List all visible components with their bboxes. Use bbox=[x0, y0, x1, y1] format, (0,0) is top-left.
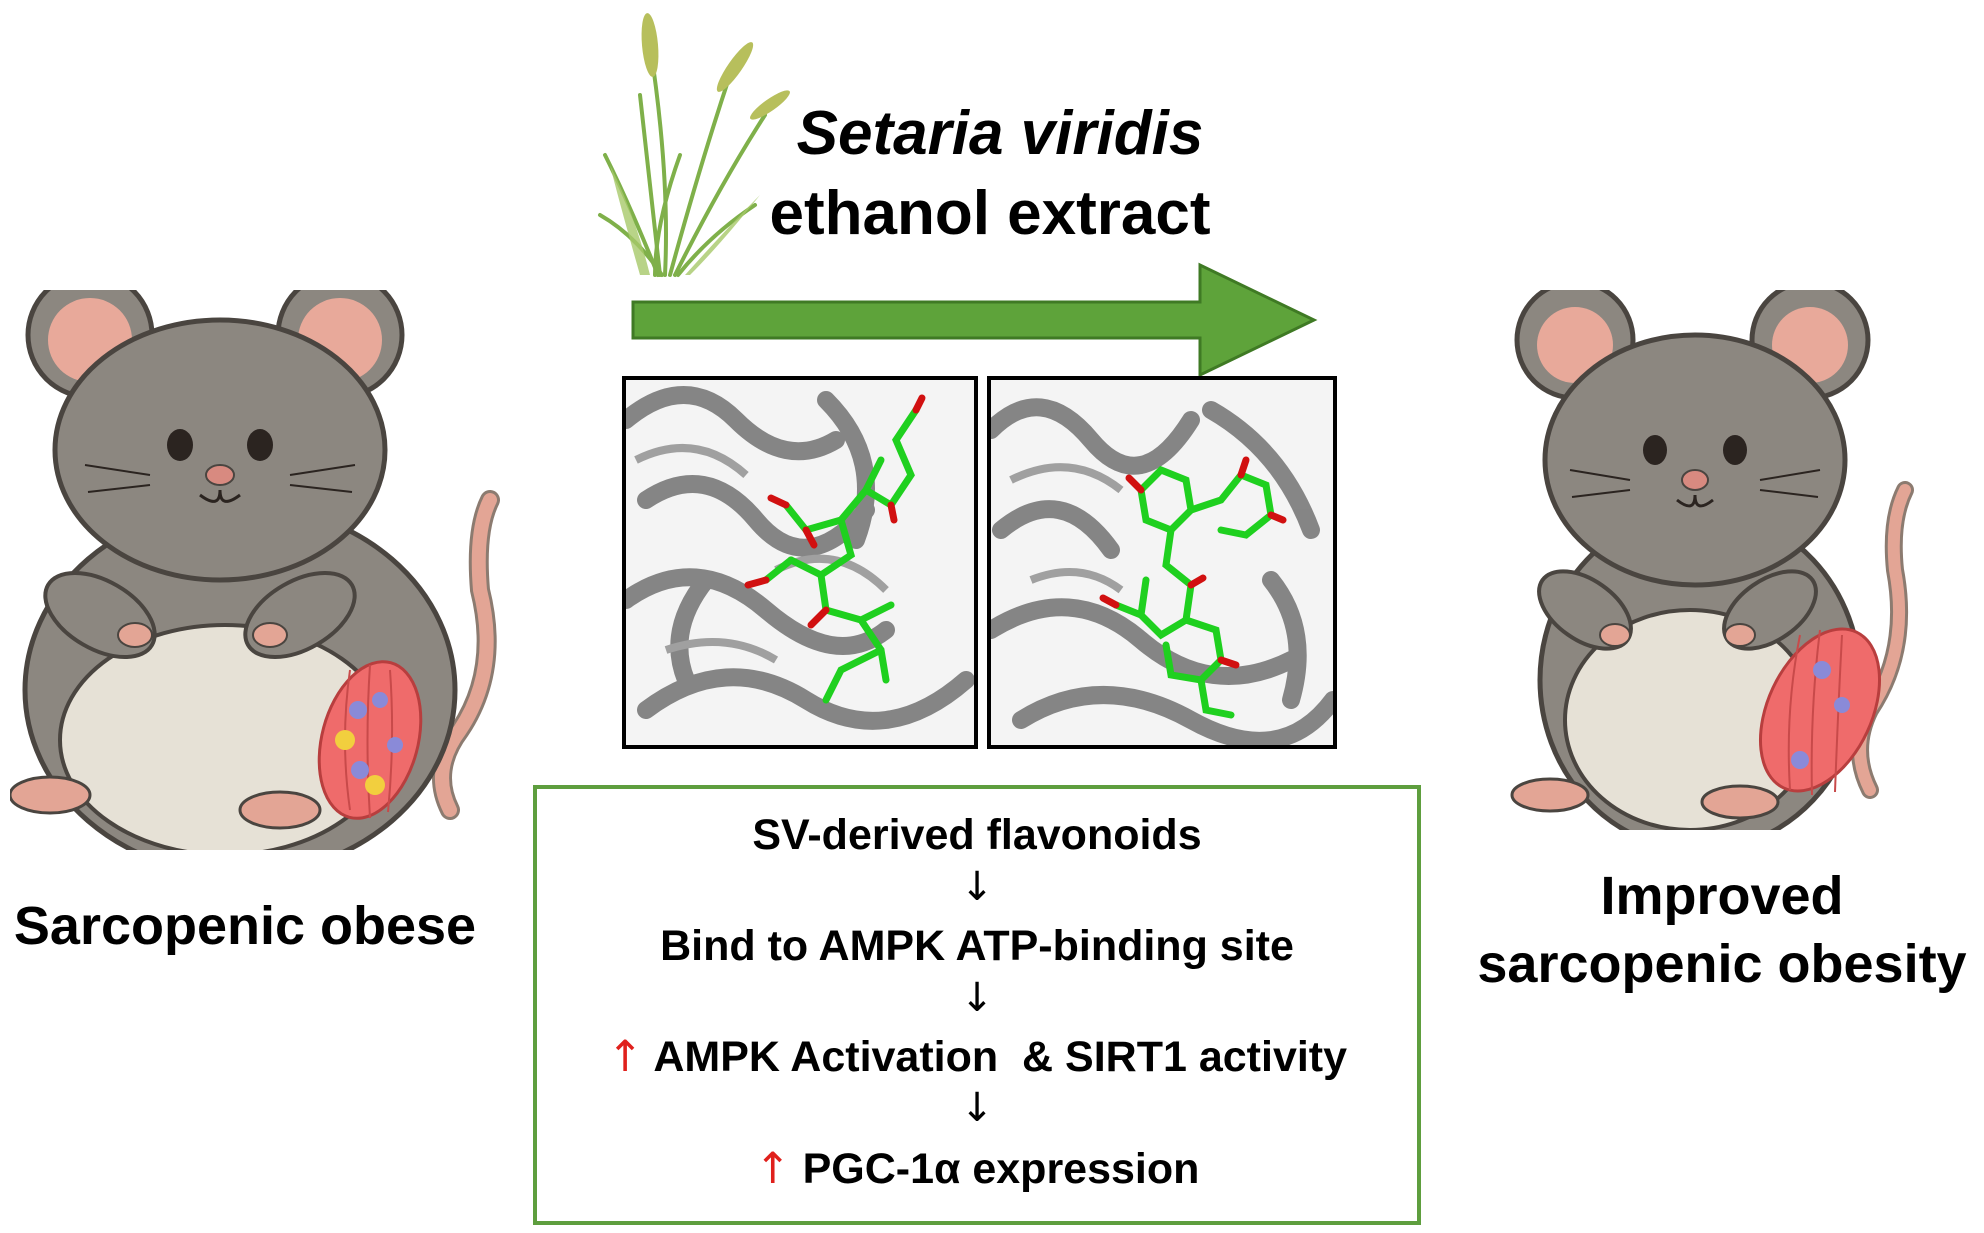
protein-ribbon-icon bbox=[626, 380, 974, 745]
docking-panel-2 bbox=[987, 376, 1337, 749]
down-arrow-icon: ↓ bbox=[960, 864, 994, 910]
mechanism-step-3: AMPK Activation & SIRT1 activity bbox=[653, 1033, 1348, 1081]
right-state-label: Improved sarcopenic obesity bbox=[1460, 862, 1984, 998]
right-state-label-line1: Improved bbox=[1600, 866, 1844, 926]
mechanism-step-3-row: ↑ AMPK Activation & SIRT1 activity bbox=[537, 1032, 1417, 1082]
up-arrow-icon: ↑ bbox=[606, 1032, 643, 1082]
mouse-improved-icon bbox=[1510, 290, 1914, 830]
mechanism-step-4: PGC-1α expression bbox=[802, 1145, 1200, 1193]
protein-ribbon-icon bbox=[991, 380, 1333, 745]
extract-species-name: Setaria viridis bbox=[796, 99, 1204, 168]
docking-panel-1 bbox=[622, 376, 978, 749]
muscle-fiber-icon bbox=[317, 660, 423, 820]
down-arrow-icon: ↓ bbox=[960, 1085, 994, 1131]
mechanism-box: SV-derived flavonoids ↓ Bind to AMPK ATP… bbox=[533, 785, 1421, 1225]
ligand-molecule-icon bbox=[744, 394, 926, 704]
treatment-arrow bbox=[631, 262, 1318, 378]
grass-plant-icon bbox=[598, 13, 790, 277]
ligand-molecule-icon bbox=[1099, 456, 1287, 719]
down-arrow-icon: ↓ bbox=[960, 975, 994, 1021]
up-arrow-icon: ↑ bbox=[754, 1144, 791, 1194]
muscle-fiber-icon bbox=[1758, 627, 1882, 796]
mechanism-step-2: Bind to AMPK ATP-binding site bbox=[660, 922, 1294, 970]
left-state-label: Sarcopenic obese bbox=[13, 896, 477, 956]
extract-preparation: ethanol extract bbox=[769, 179, 1211, 248]
mouse-obese-icon bbox=[10, 290, 500, 850]
mechanism-step-1: SV-derived flavonoids bbox=[752, 811, 1202, 859]
mechanism-step-4-row: ↑ PGC-1α expression bbox=[537, 1144, 1417, 1194]
right-state-label-line2: sarcopenic obesity bbox=[1477, 934, 1967, 994]
